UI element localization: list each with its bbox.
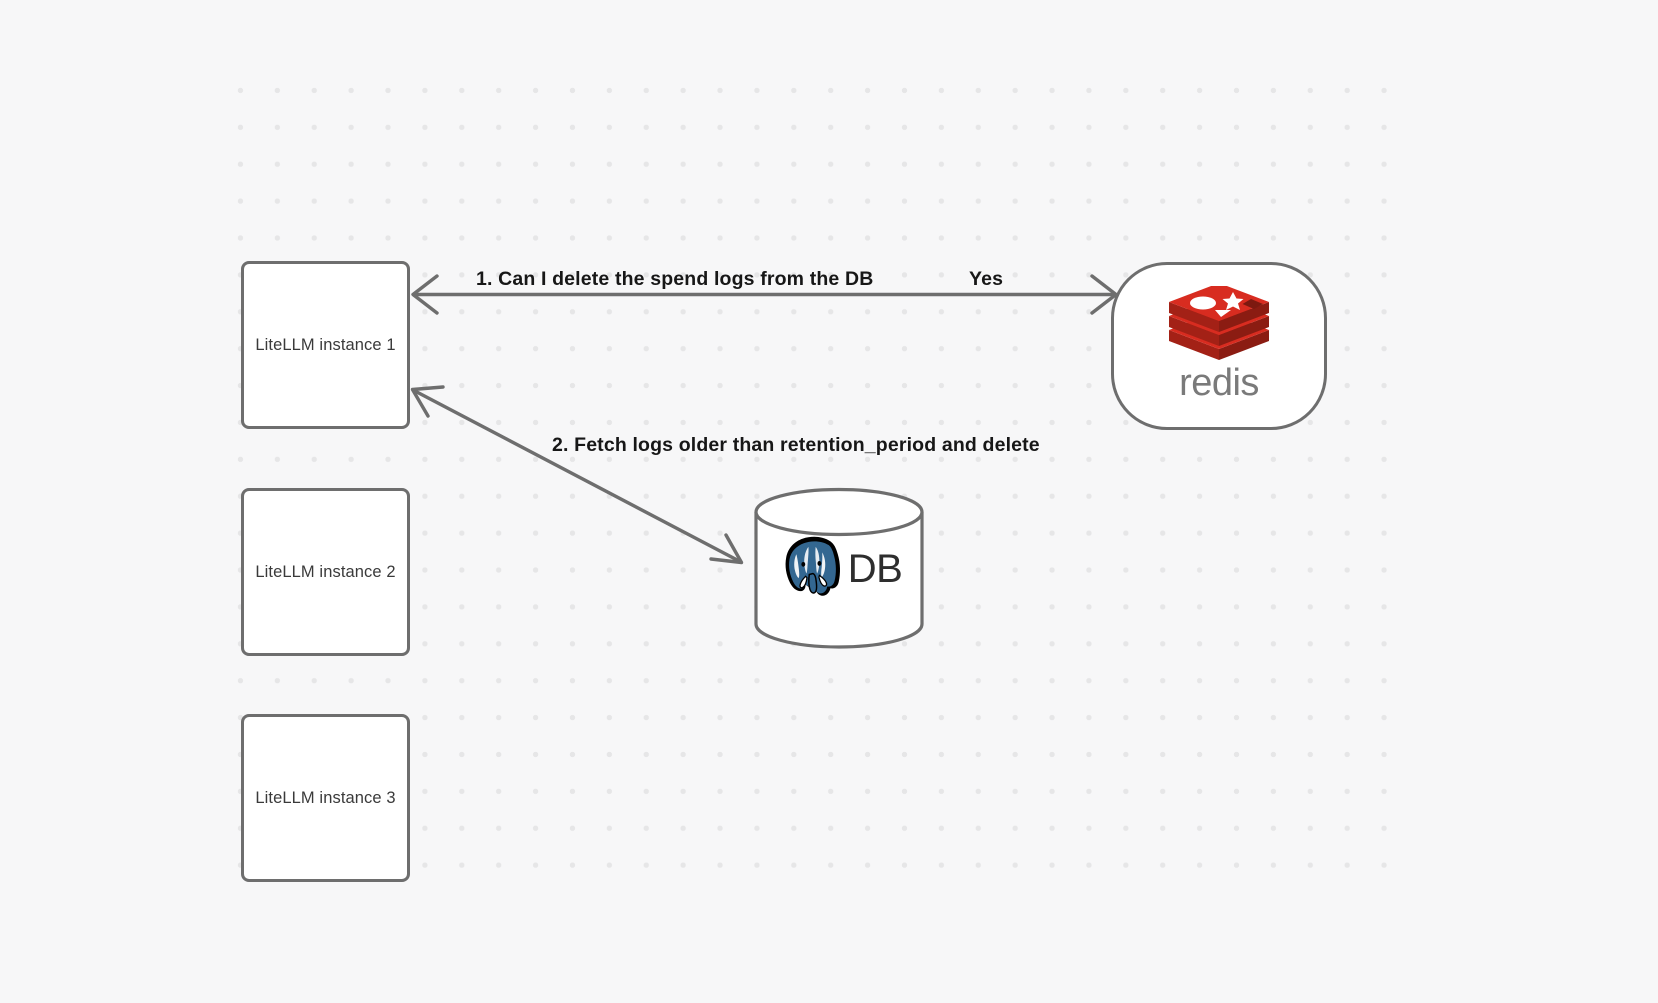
redis-logo: redis (1160, 286, 1278, 404)
node-litellm-instance-1[interactable]: LiteLLM instance 1 (241, 261, 410, 429)
edge-label-2: 2. Fetch logs older than retention_perio… (552, 434, 1040, 456)
node-database[interactable]: DB (753, 487, 925, 649)
node-litellm-instance-3[interactable]: LiteLLM instance 3 (241, 714, 410, 882)
cylinder-shape (754, 487, 924, 649)
edge-label-yes: Yes (969, 268, 1004, 290)
edge-litellm1-database (410, 385, 744, 565)
arrowhead-downright (709, 533, 744, 565)
edge-label-1: 1. Can I delete the spend logs from the … (476, 268, 874, 290)
node-label-litellm-3: LiteLLM instance 3 (255, 788, 396, 807)
arrowhead-left (411, 274, 439, 315)
arrowhead-upleft (410, 385, 445, 418)
redis-wordmark: redis (1179, 364, 1259, 404)
node-label-litellm-1: LiteLLM instance 1 (255, 335, 396, 354)
node-label-litellm-2: LiteLLM instance 2 (255, 562, 396, 581)
node-litellm-instance-2[interactable]: LiteLLM instance 2 (241, 488, 410, 656)
node-redis[interactable]: redis (1111, 262, 1327, 430)
redis-stack-icon (1169, 286, 1269, 360)
svg-text:redis: redis (1179, 364, 1259, 404)
